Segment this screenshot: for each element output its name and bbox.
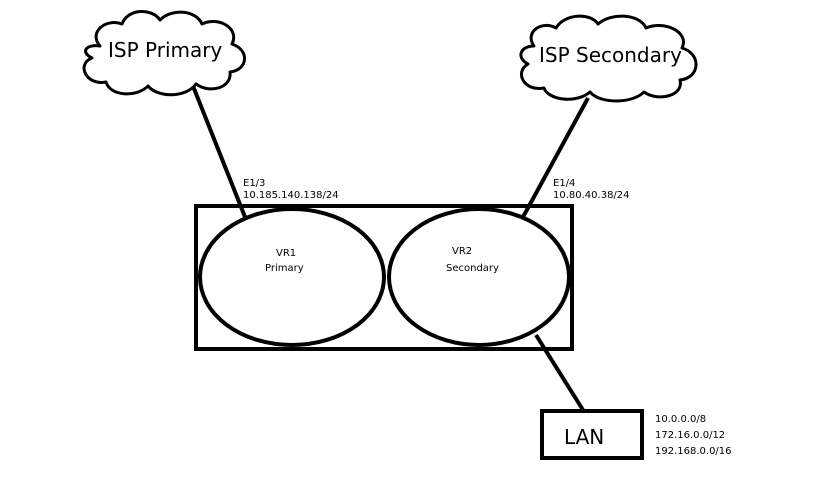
interface-e14-name: E1/4 — [553, 178, 575, 189]
lan-subnet-2: 172.16.0.0/12 — [655, 430, 725, 441]
cloud-isp-primary: ISP Primary — [82, 10, 246, 97]
interface-e14-ip: 10.80.40.38/24 — [553, 190, 630, 201]
lan-subnet-3: 192.168.0.0/16 — [655, 446, 732, 457]
lan-subnet-1: 10.0.0.0/8 — [655, 414, 706, 425]
virtual-router-vr2: VR2 Secondary — [387, 207, 571, 347]
link-isp-secondary-vr2 — [521, 97, 590, 218]
interface-e13-name: E1/3 — [243, 178, 265, 189]
firewall-box — [194, 204, 574, 351]
lan-label: LAN — [564, 425, 604, 449]
interface-e13-ip: 10.185.140.138/24 — [243, 190, 339, 201]
cloud-isp-secondary: ISP Secondary — [519, 14, 698, 103]
vr2-name: VR2 — [452, 246, 472, 257]
link-isp-primary-vr1 — [191, 85, 249, 223]
vr1-name: VR1 — [276, 248, 296, 259]
cloud-secondary-label: ISP Secondary — [539, 43, 682, 67]
link-vr2-lan — [534, 333, 585, 412]
vr2-role: Secondary — [446, 263, 499, 274]
lan-box: LAN — [540, 409, 644, 460]
virtual-router-vr1: VR1 Primary — [198, 207, 386, 347]
cloud-primary-label: ISP Primary — [108, 38, 222, 62]
vr1-role: Primary — [265, 263, 304, 274]
